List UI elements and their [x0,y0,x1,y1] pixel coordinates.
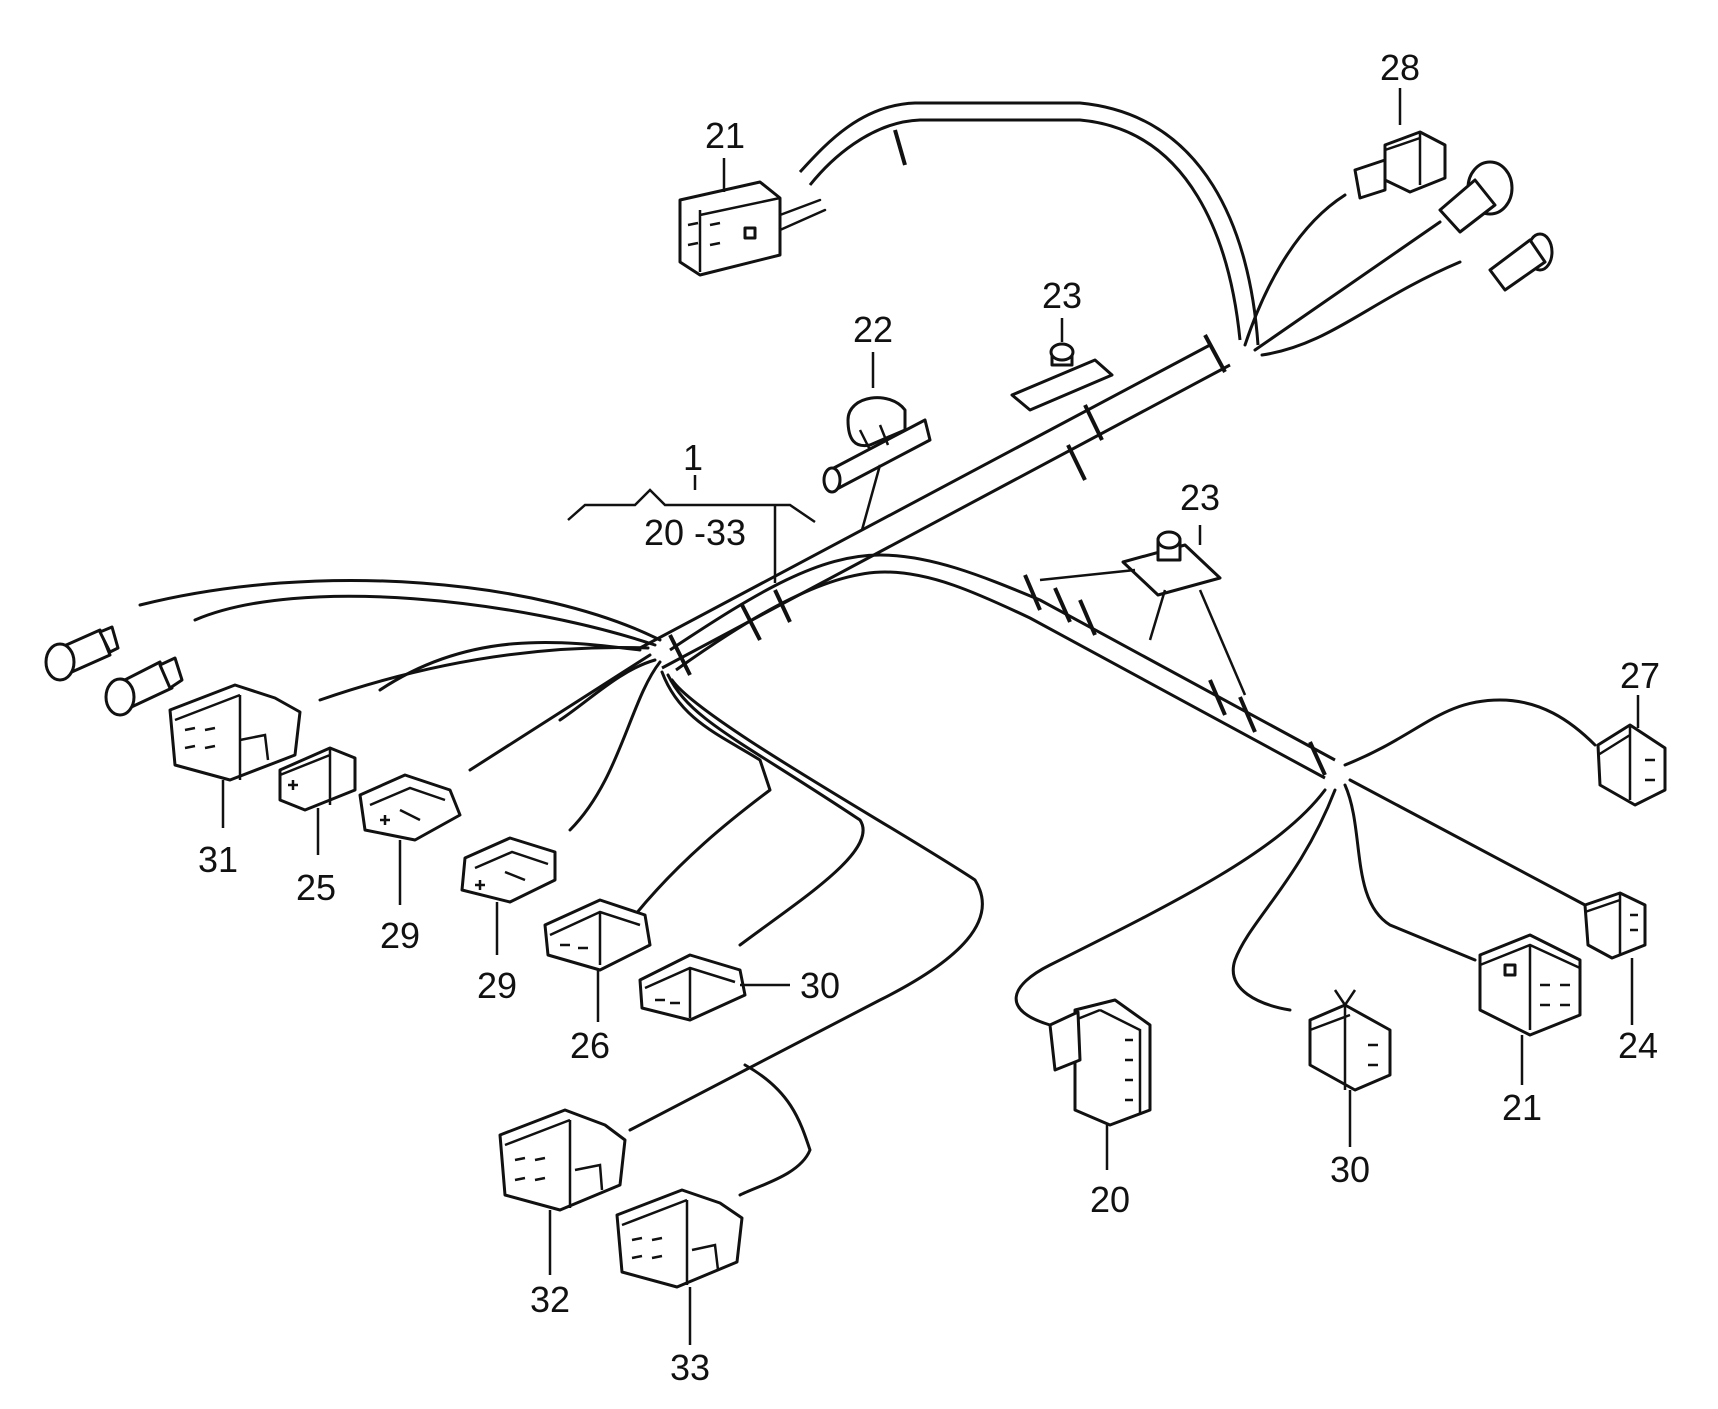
group-range: 20 -33 [644,512,746,553]
callout-27: 27 [1620,655,1660,696]
clip-23-mid [1121,530,1222,597]
connector-27 [1596,723,1667,807]
callout-30-left: 30 [800,965,840,1006]
main-harness-trunk [138,101,1597,1197]
connector-31 [168,683,302,782]
round-plugs-top-right [1438,160,1554,292]
connector-28 [1353,130,1447,200]
callout-24: 24 [1618,1025,1658,1066]
callout-29-a: 29 [380,915,420,956]
connector-30-left [638,953,747,1022]
callout-32: 32 [530,1279,570,1320]
round-plugs-left [44,625,184,717]
callout-28: 28 [1380,47,1420,88]
callout-33: 33 [670,1347,710,1388]
callout-25: 25 [296,867,336,908]
callout-23-top: 23 [1042,275,1082,316]
connector-26 [543,898,652,972]
callout-31: 31 [198,839,238,880]
callout-20: 20 [1090,1179,1130,1220]
callout-21-right: 21 [1502,1087,1542,1128]
clip-23-top [1010,342,1114,412]
clip-22 [822,396,932,494]
group-number: 1 [683,437,703,478]
connector-30-right [1308,989,1392,1092]
callout-21-top: 21 [705,115,745,156]
callout-23-mid: 23 [1180,477,1220,518]
connector-29-b [460,836,557,904]
connector-21-top [678,180,827,277]
connector-29-a [358,773,462,842]
connector-32 [498,1108,627,1212]
leader-lines [221,88,1640,1345]
callout-22: 22 [853,309,893,350]
connector-21-right [1478,933,1582,1037]
callout-labels: 21 28 23 22 23 27 1 20 -33 31 25 29 29 2… [198,47,1660,1388]
harness-tape-bands [668,129,1327,776]
connector-20 [1048,998,1152,1127]
connector-25 [278,746,357,812]
callout-30-right: 30 [1330,1149,1370,1190]
connector-24 [1583,891,1647,960]
callout-26: 26 [570,1025,610,1066]
connector-33 [615,1188,744,1289]
callout-29-b: 29 [477,965,517,1006]
